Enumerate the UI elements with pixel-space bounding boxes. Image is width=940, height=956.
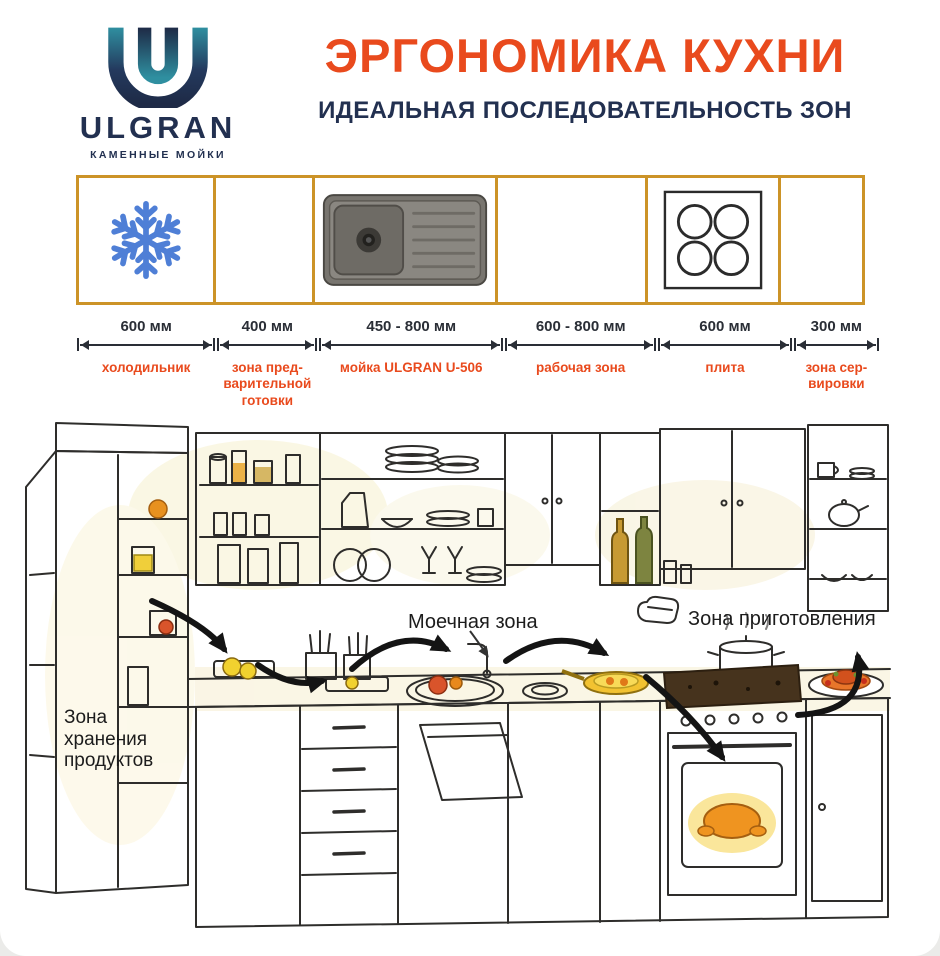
zone-name-serve: зона сер- вировки [805,360,868,392]
dimension-arrow [319,338,504,351]
brand-tagline: КАМЕННЫЕ МОЙКИ [90,149,226,161]
dimension-arrow [505,338,657,351]
kitchen-drawing [25,422,891,929]
zone-box-work [495,175,649,305]
zone-name-fridge: холодильник [101,360,191,375]
dimension-sink: 450 - 800 мм [318,318,504,351]
zone-box-stove [645,175,781,305]
dimension-label: 450 - 800 мм [366,318,457,335]
brand-logo: ULGRAN КАМЕННЫЕ МОЙКИ [62,16,254,161]
cooktop-icon [663,190,763,290]
zone-names-row: холодильник зона пред- варительной готов… [76,360,880,409]
titles: ЭРГОНОМИКА КУХНИ ИДЕАЛЬНАЯ ПОСЛЕДОВАТЕЛЬ… [254,16,916,125]
header: ULGRAN КАМЕННЫЕ МОЙКИ ЭРГОНОМИКА КУХНИ И… [0,0,940,165]
kitchen-illustration: Зона хранения продуктов Моечная зона Зон… [0,415,940,948]
dimension-label: 300 мм [810,318,863,335]
dimension-stove: 600 мм [657,318,792,351]
dimension-arrow [77,338,216,351]
cooking-zone-label: Зона приготовления [688,608,876,631]
dimension-label: 600 мм [699,318,751,335]
dimension-fridge: 600 мм [76,318,216,351]
dimension-arrow [217,338,318,351]
brand-name: ULGRAN [79,110,237,145]
dimension-work: 600 - 800 мм [504,318,657,351]
zone-box-prep [213,175,316,305]
zone-name-stove: плита [705,360,745,375]
dimension-label: 600 мм [120,318,172,335]
zone-box-fridge [76,175,217,305]
dimension-prep: 400 мм [216,318,318,351]
dimensions-row: 600 мм 400 мм 450 - 800 мм 600 - 800 мм … [76,318,880,351]
zone-box-serve [777,175,865,305]
zone-name-prep: зона пред- варительной готовки [223,360,312,408]
zone-name-sink: мойка ULGRAN U-506 [339,360,483,375]
snowflake-icon [102,196,190,284]
dimension-label: 400 мм [241,318,294,335]
dimension-serve: 300 мм [793,318,880,351]
page-title: ЭРГОНОМИКА КУХНИ [324,29,846,82]
storage-zone-label: Зона хранения продуктов [64,707,154,771]
zone-strip [76,175,880,305]
dimension-arrow [658,338,792,351]
ulgran-logo-icon [108,27,208,108]
zone-box-sink [312,175,499,305]
zone-name-work: рабочая зона [536,360,626,375]
page-subtitle: ИДЕАЛЬНАЯ ПОСЛЕДОВАТЕЛЬНОСТЬ ЗОН [318,97,852,124]
zones-band: 600 мм 400 мм 450 - 800 мм 600 - 800 мм … [76,175,880,409]
washing-zone-label: Моечная зона [408,611,538,634]
dimension-arrow [793,338,879,351]
dimension-label: 600 - 800 мм [535,318,626,335]
sink-image [323,194,488,286]
